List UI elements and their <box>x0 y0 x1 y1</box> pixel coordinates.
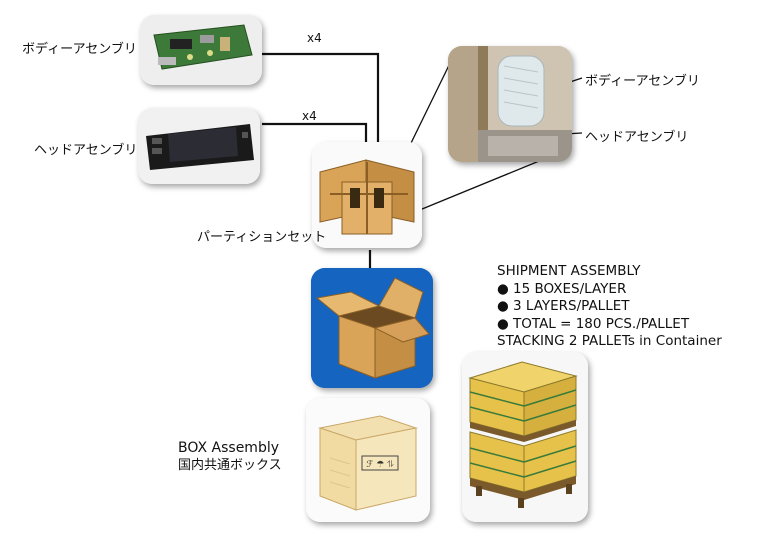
head-assembly-callout: ヘッドアセンブリ <box>585 130 689 145</box>
box-assembly-label-jp: 国内共通ボックス <box>178 458 282 473</box>
open-carton-image <box>311 268 433 388</box>
shipment-item: ●TOTAL = 180 PCS./PALLET <box>497 316 722 334</box>
box-markings: ℱ ☂ ⥮ <box>366 460 394 470</box>
shipment-item: ●3 LAYERS/PALLET <box>497 298 722 316</box>
box-assembly-label: BOX Assembly 国内共通ボックス <box>178 440 282 474</box>
shipment-item-text: 15 BOXES/LAYER <box>513 280 627 297</box>
packed-partition-photo <box>448 46 572 162</box>
bullet-icon: ● <box>497 280 509 297</box>
shipment-item-text: 3 LAYERS/PALLET <box>513 298 630 314</box>
closed-box-image: ℱ ☂ ⥮ <box>306 398 430 522</box>
head-quantity: x4 <box>302 109 317 123</box>
bullet-icon: ● <box>497 315 509 332</box>
box-assembly-label-en: BOX Assembly <box>178 440 280 456</box>
bullet-icon: ● <box>497 298 509 314</box>
body-assembly-image <box>140 15 262 85</box>
head-assembly-image <box>138 108 260 184</box>
shipment-title: SHIPMENT ASSEMBLY <box>497 263 641 279</box>
pallet-stack-image <box>462 352 588 522</box>
shipment-footer: STACKING 2 PALLETs in Container <box>497 333 722 349</box>
body-quantity: x4 <box>307 31 322 45</box>
shipment-item: ●15 BOXES/LAYER <box>497 281 722 299</box>
body-assembly-label: ボディーアセンブリ <box>22 42 137 57</box>
head-assembly-label: ヘッドアセンブリ <box>34 143 138 158</box>
partition-set-image <box>312 142 422 248</box>
shipment-item-text: TOTAL = 180 PCS./PALLET <box>513 315 690 332</box>
body-assembly-callout: ボディーアセンブリ <box>585 74 700 89</box>
shipment-assembly-text: SHIPMENT ASSEMBLY ●15 BOXES/LAYER ●3 LAY… <box>497 263 722 351</box>
partition-set-label: パーティションセット <box>197 230 327 245</box>
